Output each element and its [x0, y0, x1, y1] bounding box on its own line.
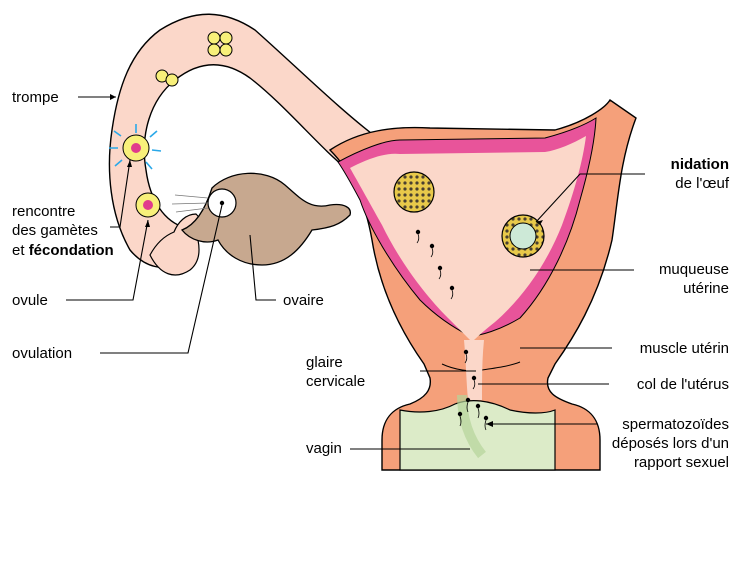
ovulation-rays	[171, 194, 209, 213]
cervical-canal	[464, 340, 484, 400]
fertilization-cell	[109, 124, 162, 170]
ovum-cell	[135, 192, 161, 218]
label-sperm-1: spermatozoïdes	[622, 416, 729, 433]
label-glaire-2: cervicale	[306, 373, 365, 390]
label-rencontre-1: rencontre	[12, 203, 75, 220]
label-vagin: vagin	[306, 440, 342, 457]
label-glaire-1: glaire	[306, 354, 343, 371]
spermatozoa	[415, 229, 489, 431]
label-trompe: trompe	[12, 89, 59, 106]
label-muqueuse-1: muqueuse	[659, 261, 729, 278]
early-embryo-4cell	[207, 31, 233, 57]
morula	[393, 171, 435, 213]
label-rencontre-2: des gamètes	[12, 222, 98, 239]
label-sperm-2: déposés lors d'un	[612, 435, 729, 452]
label-muscle: muscle utérin	[640, 340, 729, 357]
label-muqueuse-2: utérine	[683, 280, 729, 297]
label-nidation: nidation	[671, 156, 729, 173]
label-fecondation: et fécondation	[12, 242, 114, 259]
label-ovule: ovule	[12, 292, 48, 309]
label-ovaire: ovaire	[283, 292, 324, 309]
leader-lines	[66, 94, 645, 450]
ovary	[180, 172, 351, 266]
label-nidation-2: de l'œuf	[675, 175, 730, 192]
ovulation-point	[219, 200, 225, 206]
label-ovulation: ovulation	[12, 345, 72, 362]
vaginal-mucus	[457, 394, 486, 459]
label-sperm-3: rapport sexuel	[634, 454, 729, 471]
label-col: col de l'utérus	[637, 376, 729, 393]
early-embryo-2cell	[155, 69, 179, 87]
vagina	[399, 400, 556, 471]
implanting-embryo	[501, 214, 545, 258]
